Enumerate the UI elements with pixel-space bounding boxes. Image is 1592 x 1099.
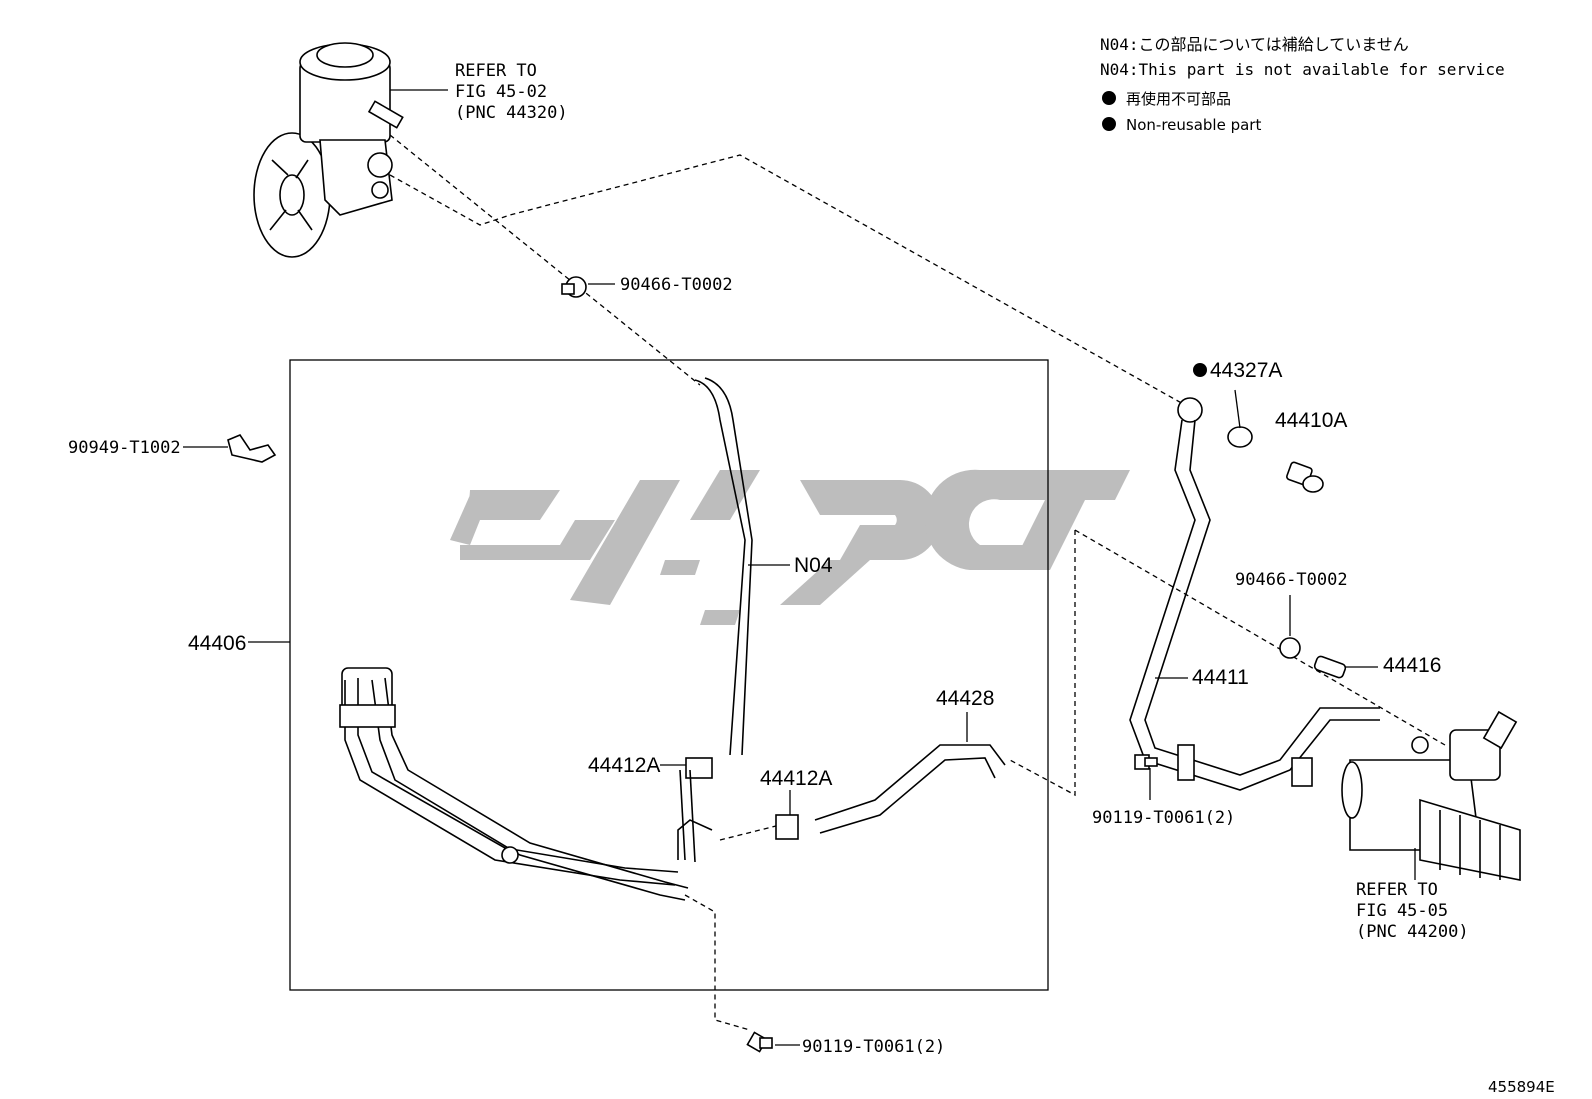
label-hose-44428: 44428 xyxy=(936,687,994,710)
figure-id: 455894E xyxy=(1488,1078,1555,1096)
label-gasket: 44327A xyxy=(1210,359,1282,382)
clip-90466-top xyxy=(561,276,587,298)
nonreusable-mark-icon xyxy=(1193,363,1207,377)
label-assy: 44406 xyxy=(188,632,246,655)
clamp-44412a-left xyxy=(685,757,713,779)
bolt-90119-right xyxy=(1134,754,1158,800)
label-clamp-a2: 44412A xyxy=(760,767,832,790)
pressure-tube-44411 xyxy=(1129,397,1380,791)
steering-rack xyxy=(1341,710,1521,881)
assembly-box xyxy=(289,359,1049,991)
clamp-44412a-right xyxy=(775,790,799,840)
note-n04-en: N04:This part is not available for servi… xyxy=(1100,60,1505,79)
clip-90466-right xyxy=(1279,595,1301,659)
watermark-logo xyxy=(450,469,1130,625)
union-44416 xyxy=(1313,655,1378,679)
refer-rack-line2: FIG 45-05 xyxy=(1356,901,1448,921)
note-nonreusable-jp: 再使用不可部品 xyxy=(1126,90,1231,108)
hose-n04 xyxy=(694,377,753,756)
label-clip-top: 90466-T0002 xyxy=(620,275,733,295)
bolt-90119-bottom xyxy=(746,1031,800,1053)
nonreusable-legend-icon xyxy=(1102,91,1116,105)
label-tube: 44411 xyxy=(1192,666,1249,689)
cooler-tube-assembly xyxy=(339,667,713,901)
gasket-44327a xyxy=(1193,363,1253,448)
label-union: 44416 xyxy=(1383,654,1441,677)
label-clip-right: 90466-T0002 xyxy=(1235,570,1348,590)
power-steering-pump xyxy=(253,42,404,258)
refer-pump-line3: (PNC 44320) xyxy=(455,103,568,123)
clip-90949 xyxy=(227,434,277,463)
label-clip-left: 90949-T1002 xyxy=(68,438,181,458)
refer-pump-line2: FIG 45-02 xyxy=(455,82,547,102)
label-bolt: 44410A xyxy=(1275,409,1347,432)
note-n04-jp: N04:この部品については補給していません xyxy=(1100,35,1409,54)
bolt-44410a xyxy=(1286,461,1324,493)
refer-pump-line1: REFER TO xyxy=(455,61,537,81)
label-bolt-bottom: 90119-T0061(2) xyxy=(802,1037,945,1057)
hose-44428 xyxy=(814,744,1006,834)
label-bolt-right: 90119-T0061(2) xyxy=(1092,808,1235,828)
refer-rack-line1: REFER TO xyxy=(1356,880,1438,900)
dashed-leaders xyxy=(389,134,1446,1031)
note-nonreusable-en: Non-reusable part xyxy=(1126,116,1261,134)
label-clamp-a1: 44412A xyxy=(588,754,660,777)
refer-rack-line3: (PNC 44200) xyxy=(1356,922,1469,942)
nonreusable-legend-icon-2 xyxy=(1102,117,1116,131)
label-n04: N04 xyxy=(794,554,833,577)
